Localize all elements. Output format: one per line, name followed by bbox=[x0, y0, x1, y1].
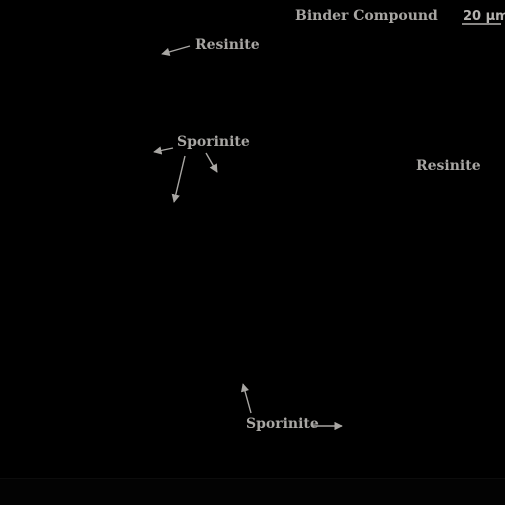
sporinite-mid-arrow-right bbox=[205, 152, 218, 173]
scale-bar-label: 20 µm bbox=[463, 9, 505, 24]
binder-compound-label: Binder Compound bbox=[295, 8, 438, 24]
sporinite-mid-arrow-down bbox=[171, 155, 186, 203]
bottom-strip bbox=[0, 478, 505, 505]
sporinite-bottom-label: Sporinite bbox=[246, 416, 319, 432]
resinite-right-label: Resinite bbox=[416, 158, 481, 174]
sporinite-mid-arrow-left bbox=[153, 146, 174, 155]
sporinite-mid-label: Sporinite bbox=[177, 134, 250, 150]
resinite-top-arrow bbox=[161, 45, 191, 56]
resinite-top-label: Resinite bbox=[195, 37, 260, 53]
sporinite-bottom-arrow-up bbox=[240, 383, 252, 414]
